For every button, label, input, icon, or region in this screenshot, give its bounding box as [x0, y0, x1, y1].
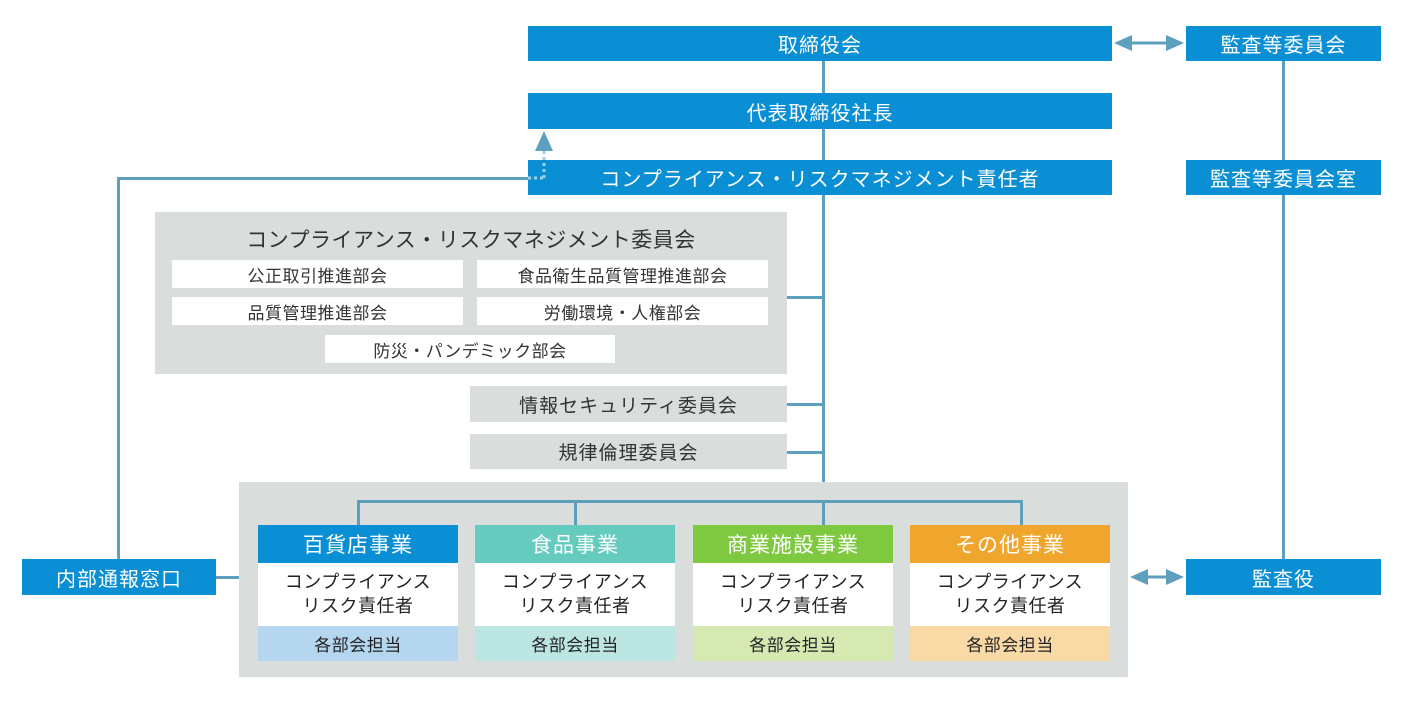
- business-staff: 各部会担当: [693, 626, 893, 661]
- crm-officer-box: コンプライアンス・リスクマネジメント責任者: [528, 160, 1112, 195]
- dotted-arrow-up-icon: [528, 131, 553, 180]
- double-arrow-business-auditor-icon: [1130, 569, 1184, 585]
- officer-line-1: コンプライアンス: [719, 571, 867, 593]
- subcommittee-labor-human-rights: 労働環境・人権部会: [477, 297, 768, 325]
- connector-main-vertical: [822, 61, 825, 501]
- crm-committee-title: コンプライアンス・リスクマネジメント委員会: [246, 228, 696, 252]
- business-staff: 各部会担当: [910, 626, 1110, 661]
- connector-business-drop-1: [357, 500, 360, 525]
- president-box: 代表取締役社長: [528, 93, 1112, 129]
- audit-committee-box: 監査等委員会: [1186, 26, 1381, 61]
- connector-business-drop-2: [574, 500, 577, 525]
- connector-infosec: [787, 403, 824, 406]
- subcommittee-food-hygiene: 食品衛生品質管理推進部会: [477, 260, 768, 288]
- auditor-box: 監査役: [1186, 559, 1381, 595]
- connector-business-drop-3: [822, 500, 825, 525]
- business-officer: コンプライアンス リスク責任者: [475, 563, 675, 626]
- subcommittee-quality: 品質管理推進部会: [172, 297, 463, 325]
- connector-whistleblower-horizontal: [117, 177, 528, 180]
- officer-line-2: リスク責任者: [954, 595, 1066, 617]
- officer-line-1: コンプライアンス: [936, 571, 1084, 593]
- infosec-committee-box: 情報セキュリティ委員会: [470, 386, 787, 422]
- connector-crm-committee: [787, 296, 824, 299]
- business-staff: 各部会担当: [258, 626, 458, 661]
- business-name: 百貨店事業: [258, 525, 458, 563]
- business-name: 商業施設事業: [693, 525, 893, 563]
- connector-business-drop-4: [1020, 500, 1023, 525]
- officer-line-1: コンプライアンス: [501, 571, 649, 593]
- double-arrow-board-audit-icon: [1114, 35, 1184, 51]
- connector-audit-vertical: [1282, 61, 1285, 559]
- officer-line-1: コンプライアンス: [284, 571, 432, 593]
- officer-line-2: リスク責任者: [519, 595, 631, 617]
- connector-whistleblower-vertical: [117, 177, 120, 559]
- business-officer: コンプライアンス リスク責任者: [693, 563, 893, 626]
- subcommittee-fair-trade: 公正取引推進部会: [172, 260, 463, 288]
- subcommittee-disaster-pandemic: 防災・パンデミック部会: [325, 335, 615, 363]
- board-of-directors-box: 取締役会: [528, 26, 1112, 61]
- ethics-committee-box: 規律倫理委員会: [470, 434, 787, 469]
- business-officer: コンプライアンス リスク責任者: [910, 563, 1110, 626]
- business-name: 食品事業: [475, 525, 675, 563]
- business-officer: コンプライアンス リスク責任者: [258, 563, 458, 626]
- connector-ethics: [787, 451, 824, 454]
- officer-line-2: リスク責任者: [302, 595, 414, 617]
- officer-line-2: リスク責任者: [737, 595, 849, 617]
- crm-committee-panel: コンプライアンス・リスクマネジメント委員会 公正取引推進部会 食品衛生品質管理推…: [155, 212, 787, 374]
- connector-whistleblower-to-business: [216, 576, 239, 579]
- business-staff: 各部会担当: [475, 626, 675, 661]
- audit-committee-office-box: 監査等委員会室: [1186, 160, 1381, 195]
- whistleblower-box: 内部通報窓口: [22, 559, 216, 595]
- business-name: その他事業: [910, 525, 1110, 563]
- connector-business-horizontal: [357, 500, 1023, 503]
